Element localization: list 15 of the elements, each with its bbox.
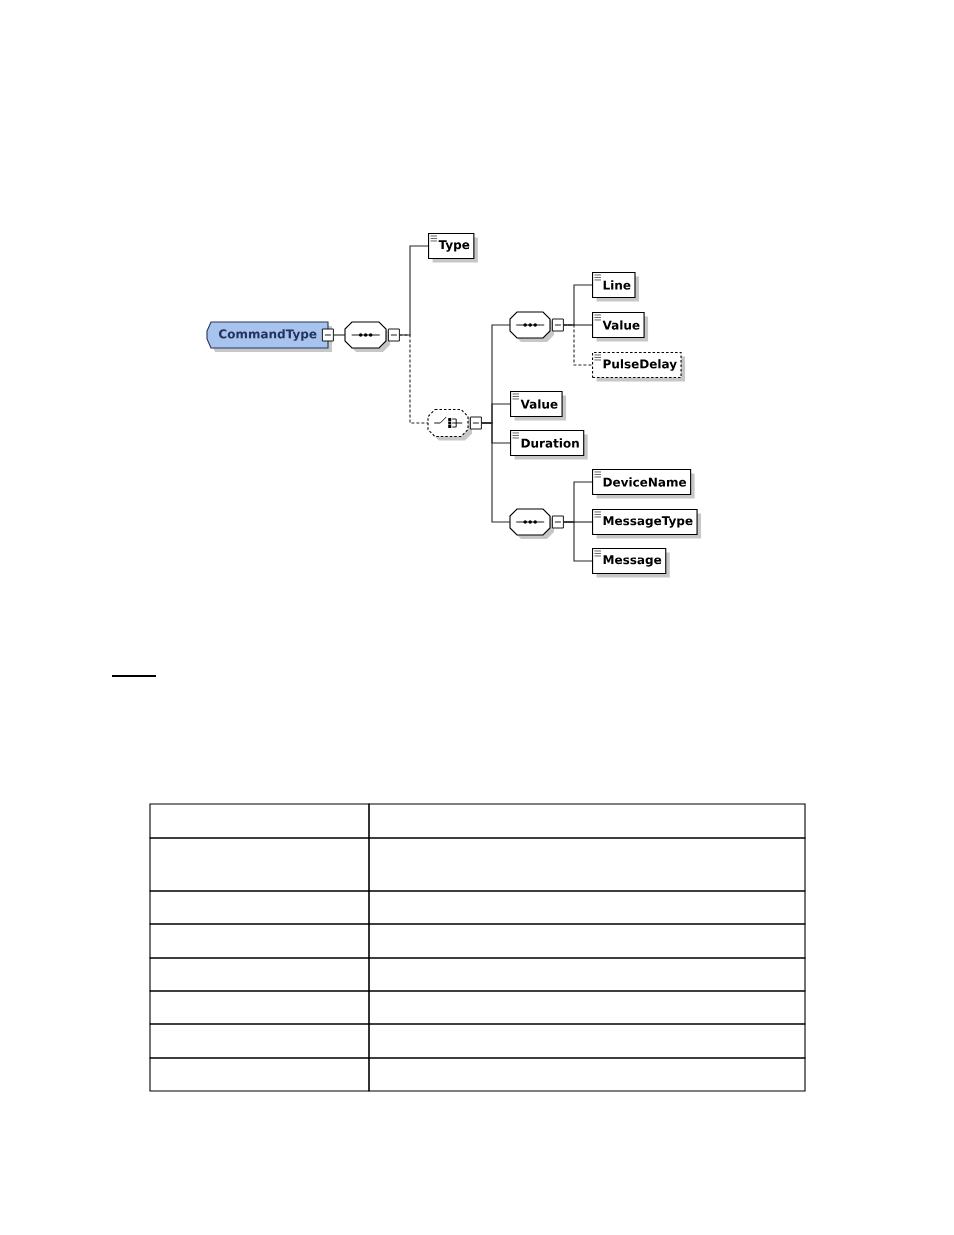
connector-line — [398, 334, 429, 424]
element-box: Line — [592, 271, 639, 302]
connector-line — [562, 521, 593, 562]
element-box: Duration — [510, 429, 588, 460]
element-box: Value — [592, 311, 649, 342]
element-box: DeviceName — [592, 468, 695, 499]
element-box: Message — [592, 547, 670, 578]
connector-line — [332, 334, 346, 336]
type-box: CommandType — [206, 321, 334, 352]
connector-line — [562, 324, 593, 366]
element-box: Value — [510, 390, 567, 421]
element-box: PulseDelay — [592, 351, 686, 382]
element-box: MessageType — [592, 508, 702, 539]
connector-line — [480, 422, 511, 523]
element-box: Type — [428, 232, 478, 263]
